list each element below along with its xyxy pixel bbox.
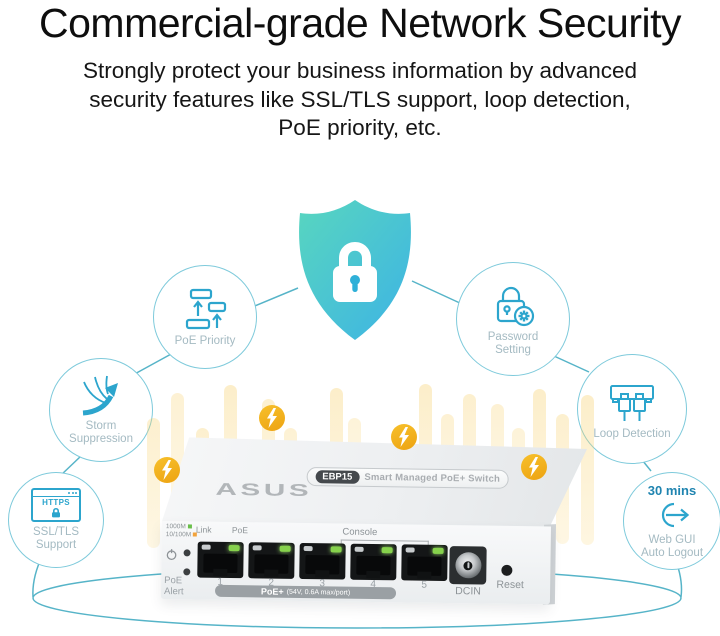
light-streak [581, 395, 594, 545]
ethernet-port-1 [197, 541, 244, 579]
ethernet-port-4 [350, 543, 397, 581]
https-label: HTTPS [42, 498, 70, 508]
rj45-tab [315, 570, 330, 578]
feature-storm-suppression: Storm Suppression [49, 358, 153, 462]
lightning-bolt-icon [154, 457, 180, 483]
subtitle-line: security features like SSL/TLS support, … [89, 86, 631, 112]
subtitle-line: PoE priority, etc. [278, 115, 442, 140]
reset-label: Reset [496, 578, 524, 592]
feature-label-line: Support [35, 539, 77, 551]
duration-label: 30 mins [647, 482, 697, 498]
feature-label-line: Suppression [69, 433, 133, 445]
rj45-tab [264, 569, 279, 577]
poe-rating-strip: PoE+ (54V, 0.6A max/port) [214, 584, 397, 600]
console-label: Console [342, 526, 378, 539]
feature-label: PoE Priority [174, 334, 236, 347]
password-lock-gear-icon [496, 286, 535, 327]
rj45-tab [366, 570, 381, 579]
loop-detection-icon [610, 384, 654, 421]
port-number-label: 5 [421, 579, 428, 591]
feature-label: SSL/TLS Support [33, 526, 79, 552]
small-lock-icon [52, 508, 60, 518]
model-description: Smart Managed PoE+ Switch [364, 471, 501, 485]
ethernet-port-5 [401, 544, 448, 582]
asus-logo: ASUS [215, 479, 313, 501]
dc-barrel [454, 552, 482, 579]
link-led-header: Link [195, 524, 212, 535]
legend-row: 10/100M [165, 531, 198, 539]
poe-plus-label: PoE+ [260, 586, 284, 597]
link-led [405, 547, 415, 553]
poe-rating-label: (54V, 0.6A max/port) [286, 588, 351, 597]
lightning-bolt-icon [521, 454, 547, 480]
power-icon [165, 547, 177, 565]
feature-label-line: Storm [85, 420, 117, 433]
poe-led [279, 545, 291, 552]
poe-alert-label: PoE Alert [164, 575, 184, 597]
poe-led [228, 544, 240, 552]
poe-led-header: PoE [231, 525, 249, 536]
feature-loop-detection: Loop Detection [577, 354, 687, 464]
ethernet-port-3 [299, 542, 346, 580]
shield-lock-icon [293, 194, 417, 351]
logout-arrow-icon [661, 502, 690, 527]
subtitle-line: Strongly protect your business informati… [82, 58, 638, 83]
feature-label: Web GUI Auto Logout [641, 534, 703, 560]
ethernet-port-2 [248, 542, 295, 579]
poe-alert-led [183, 568, 191, 576]
model-badge: EBP15 Smart Managed PoE+ Switch [306, 467, 509, 489]
poe-led [330, 546, 342, 553]
poe-led [432, 547, 444, 554]
reset-button [501, 564, 513, 576]
feature-poe-priority: PoE Priority [153, 265, 257, 369]
dcin-label: DCIN [455, 585, 481, 598]
feature-label-line: Auto Logout [640, 546, 704, 559]
lightning-bolt-icon [259, 405, 285, 431]
poe-alert-line: PoE [164, 575, 183, 587]
light-streak [147, 418, 160, 548]
feature-label-line: SSL/TLS [32, 526, 80, 539]
rj45-tab [213, 568, 228, 576]
green-led-swatch [187, 524, 192, 529]
page-title: Commercial-grade Network Security [39, 0, 681, 46]
feature-label-line: Web GUI [648, 533, 696, 546]
poe-priority-icon [185, 288, 227, 329]
poe-alert-line: Alert [163, 586, 184, 598]
lightning-bolt-icon [391, 424, 417, 450]
feature-label-line: Setting [495, 344, 531, 356]
storm-arrow-icon [82, 375, 118, 416]
poe-switch-product: ASUS EBP15 Smart Managed PoE+ Switch 100… [157, 433, 593, 615]
link-led [252, 545, 262, 551]
power-led [183, 549, 191, 557]
feature-label: Password Setting [488, 331, 539, 357]
legend-10-100m-label: 10/100M [165, 531, 192, 539]
link-led [354, 546, 364, 552]
link-led [303, 546, 313, 552]
page-subtitle: Strongly protect your business informati… [0, 57, 720, 143]
model-name-chip: EBP15 [315, 470, 360, 484]
switch-front-panel: 1000M 10/100M Link PoE Console PoE Alert… [160, 521, 551, 605]
browser-titlebar [33, 490, 79, 498]
feature-ssl-tls: HTTPS SSL/TLS Support [8, 472, 104, 568]
feature-label: Storm Suppression [69, 420, 133, 446]
dc-hole [463, 560, 473, 570]
browser-dots [68, 491, 77, 494]
feature-web-gui-auto-logout: 30 mins Web GUI Auto Logout [623, 472, 720, 570]
poe-led [381, 547, 393, 554]
feature-password-setting: Password Setting [456, 262, 570, 376]
dc-pin [466, 562, 469, 569]
link-led [201, 544, 211, 550]
dc-power-jack [449, 546, 487, 585]
https-browser-icon: HTTPS [31, 488, 81, 523]
feature-label: Loop Detection [593, 427, 671, 440]
feature-label-line: Password [487, 331, 539, 344]
rj45-tab [417, 571, 432, 579]
legend-1000m-label: 1000M [165, 523, 186, 531]
led-speed-legend: 1000M 10/100M [166, 523, 198, 539]
